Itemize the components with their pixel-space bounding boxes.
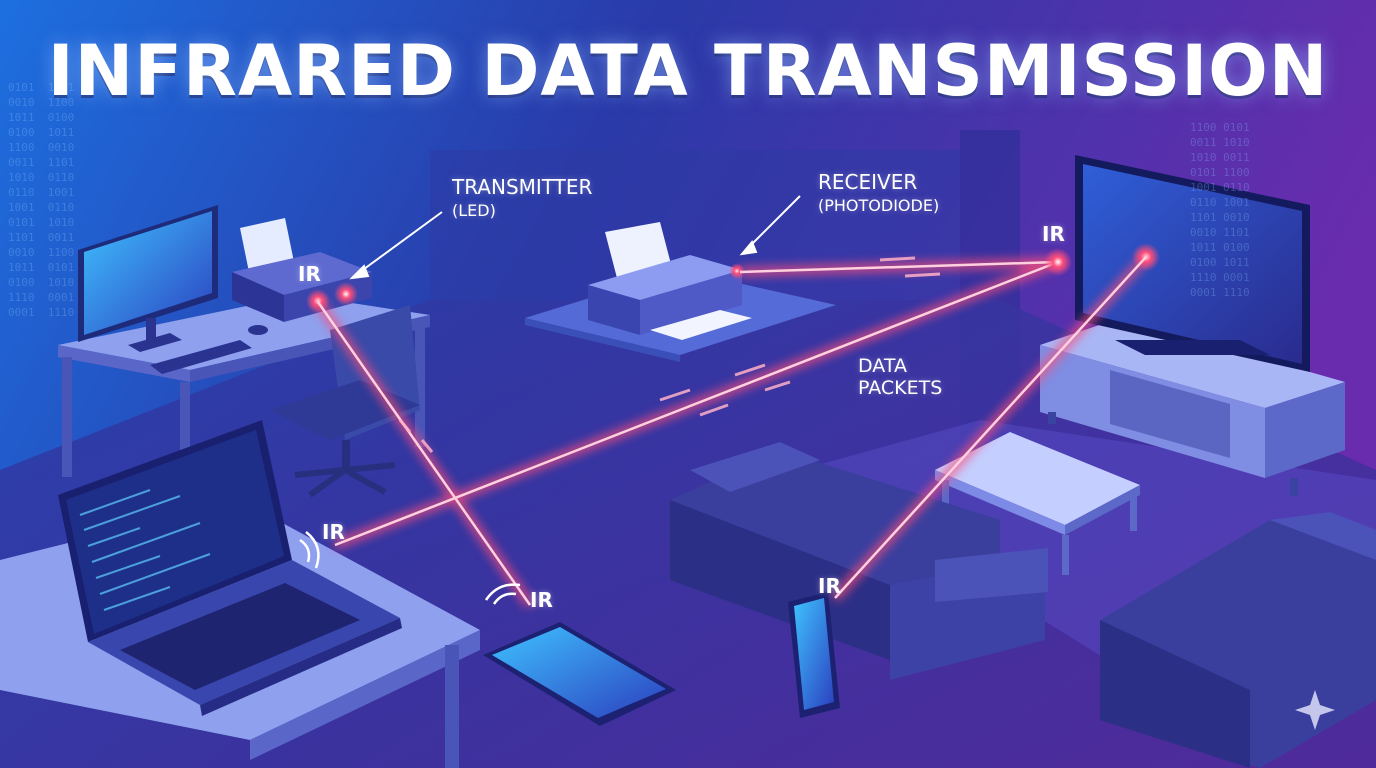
receiver-label-sub: (PHOTODIODE) [818, 194, 939, 218]
ir-label-transmitter: IR [298, 262, 321, 286]
transmitter-label-sub: (LED) [452, 199, 592, 223]
data-packets-line1: DATA [858, 355, 942, 377]
ir-label-tv: IR [1042, 222, 1065, 246]
data-packets-label: DATA PACKETS [858, 355, 942, 399]
ir-label-laptop: IR [322, 520, 345, 544]
data-packets-line2: PACKETS [858, 377, 942, 399]
receiver-label: RECEIVER (PHOTODIODE) [818, 170, 939, 218]
page-title: INFRARED DATA TRANSMISSION [0, 30, 1376, 112]
binary-pattern-right: 1100 0101 0011 1010 1010 0011 0101 1100 … [1190, 120, 1250, 300]
ir-label-phone-handheld: IR [818, 574, 841, 598]
binary-pattern-left: 0101 1011 0010 1100 1011 0100 0100 1011 … [8, 80, 74, 320]
transmitter-label: TRANSMITTER (LED) [452, 175, 592, 223]
receiver-label-main: RECEIVER [818, 170, 917, 194]
ir-label-phone-floor: IR [530, 588, 553, 612]
transmitter-label-main: TRANSMITTER [452, 175, 592, 199]
